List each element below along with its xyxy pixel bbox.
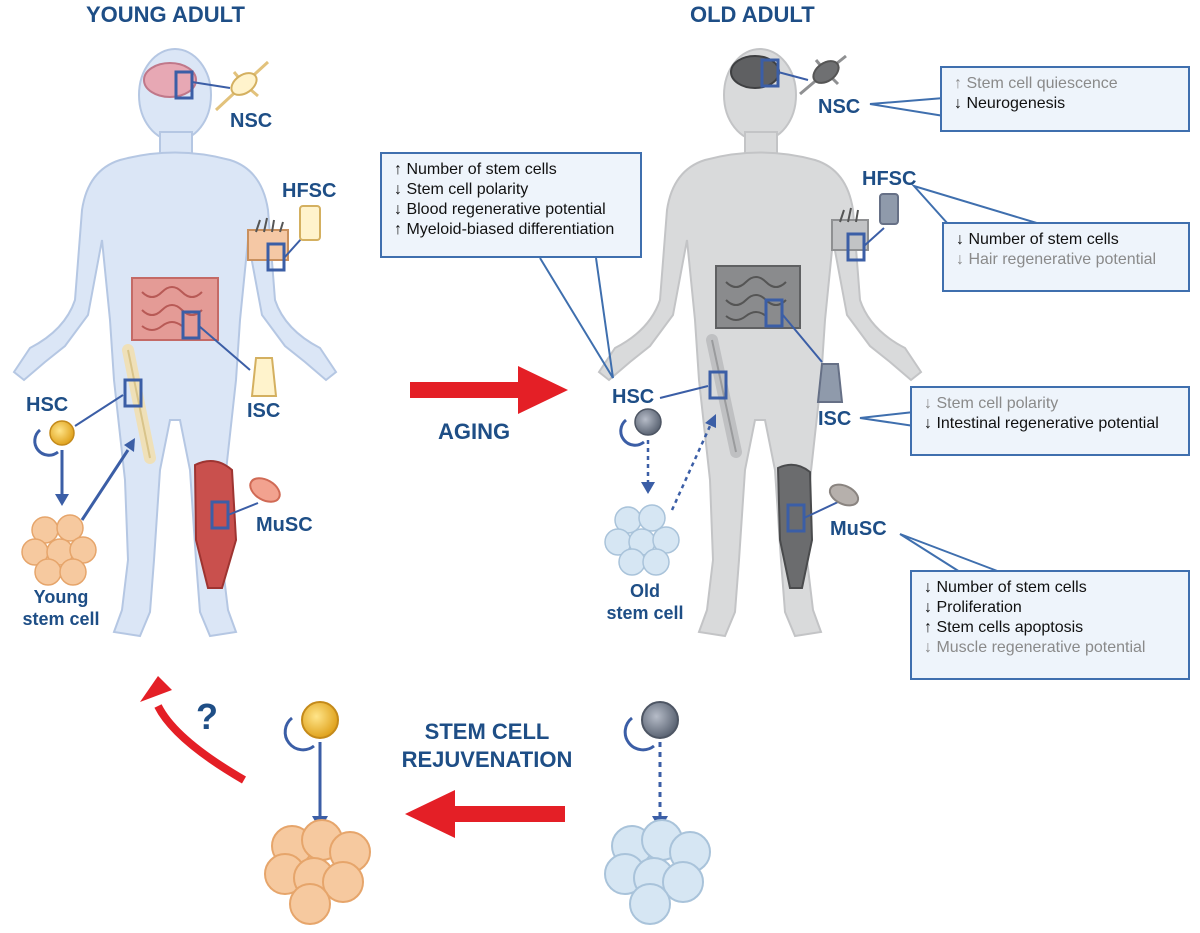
young-self-renew-icon bbox=[33, 428, 59, 457]
old-stem-cell-cluster bbox=[604, 504, 680, 576]
young-seed-cell bbox=[301, 701, 339, 739]
aging-arrow bbox=[410, 366, 568, 414]
old-muscle bbox=[776, 463, 814, 589]
hsc-change-line: ↓ Blood regenerative potential bbox=[394, 200, 628, 220]
young-hsc-label: HSC bbox=[26, 394, 69, 416]
change-text: Stem cell polarity bbox=[932, 395, 1059, 412]
old-hsc-label: HSC bbox=[612, 386, 655, 408]
nsc-changes-box: ↑ Stem cell quiescence↓ Neurogenesis bbox=[940, 66, 1190, 132]
old-seed-cell bbox=[641, 701, 679, 739]
old-musc-label: MuSC bbox=[830, 518, 887, 540]
musc-change-line: ↓ Muscle regenerative potential bbox=[924, 638, 1176, 658]
change-arrow: ↓ bbox=[954, 95, 962, 112]
young-markers bbox=[123, 70, 286, 530]
young-intestine bbox=[131, 277, 219, 341]
change-arrow: ↓ bbox=[924, 415, 932, 432]
hsc-changes-box: ↑ Number of stem cells↓ Stem cell polari… bbox=[380, 152, 642, 258]
musc-change-line: ↓ Proliferation bbox=[924, 598, 1176, 618]
old-hfsc-label: HFSC bbox=[862, 168, 917, 190]
hfsc-change-line: ↓ Hair regenerative potential bbox=[956, 250, 1176, 270]
old-isc-label: ISC bbox=[818, 408, 852, 430]
change-text: Neurogenesis bbox=[962, 95, 1066, 112]
change-arrow: ↑ bbox=[394, 161, 402, 178]
young-muscle bbox=[193, 460, 238, 589]
hfsc-changes-box: ↓ Number of stem cells↓ Hair regenerativ… bbox=[942, 222, 1190, 292]
young-seed-renew-icon bbox=[283, 716, 315, 752]
change-text: Stem cells apoptosis bbox=[932, 619, 1084, 636]
change-text: Proliferation bbox=[932, 599, 1022, 616]
old-intestine bbox=[715, 265, 801, 329]
change-arrow: ↓ bbox=[394, 181, 402, 198]
question-mark: ? bbox=[196, 696, 218, 737]
hsc-change-line: ↓ Stem cell polarity bbox=[394, 180, 628, 200]
old-leaders bbox=[659, 71, 885, 519]
change-arrow: ↑ bbox=[954, 75, 962, 92]
change-arrow: ↓ bbox=[924, 579, 932, 596]
young-leaders bbox=[74, 81, 303, 516]
change-arrow: ↓ bbox=[924, 395, 932, 412]
hsc-change-line: ↑ Number of stem cells bbox=[394, 160, 628, 180]
young-nsc-neuron-icon bbox=[214, 60, 270, 112]
change-arrow: ↑ bbox=[924, 619, 932, 636]
change-arrow: ↓ bbox=[394, 201, 402, 218]
nsc-change-line: ↓ Neurogenesis bbox=[954, 94, 1176, 114]
change-arrow: ↓ bbox=[956, 231, 964, 248]
change-text: Number of stem cells bbox=[402, 161, 557, 178]
young-brain bbox=[143, 62, 197, 98]
old-nsc-label: NSC bbox=[818, 96, 861, 118]
change-text: Stem cell quiescence bbox=[962, 75, 1118, 92]
musc-change-line: ↑ Stem cells apoptosis bbox=[924, 618, 1176, 638]
young-isc-label: ISC bbox=[247, 400, 281, 422]
change-text: Number of stem cells bbox=[964, 231, 1119, 248]
hsc-change-line: ↑ Myeloid-biased differentiation bbox=[394, 220, 628, 240]
old-musc-cell-icon bbox=[828, 483, 860, 507]
young-hsc-cell-icon bbox=[49, 420, 75, 446]
change-arrow: ↑ bbox=[394, 221, 402, 238]
old-self-renew-icon bbox=[619, 418, 645, 447]
young-nsc-label: NSC bbox=[230, 110, 273, 132]
young-hfsc-label: HFSC bbox=[282, 180, 337, 202]
change-text: Number of stem cells bbox=[932, 579, 1087, 596]
musc-change-line: ↓ Number of stem cells bbox=[924, 578, 1176, 598]
change-arrow: ↓ bbox=[924, 599, 932, 616]
old-seed-renew-icon bbox=[623, 716, 655, 752]
musc-changes-box: ↓ Number of stem cells↓ Proliferation↑ S… bbox=[910, 570, 1190, 680]
change-text: Intestinal regenerative potential bbox=[932, 415, 1159, 432]
isc-changes-box: ↓ Stem cell polarity↓ Intestinal regener… bbox=[910, 386, 1190, 456]
change-text: Myeloid-biased differentiation bbox=[402, 221, 615, 238]
young-bottom-cluster bbox=[264, 819, 371, 925]
callout-connectors bbox=[539, 97, 1041, 573]
young-isc-cell-icon bbox=[250, 357, 278, 397]
young-stem-cell-cluster bbox=[21, 514, 97, 586]
young-musc-cell-icon bbox=[249, 477, 281, 503]
old-hsc-cell-icon bbox=[634, 408, 662, 436]
old-bottom-cluster bbox=[604, 819, 711, 925]
change-text: Muscle regenerative potential bbox=[932, 639, 1146, 656]
change-text: Stem cell polarity bbox=[402, 181, 529, 198]
aging-label: AGING bbox=[438, 419, 511, 444]
old-isc-cell-icon bbox=[816, 363, 844, 403]
rejuvenation-arrow bbox=[405, 790, 565, 838]
isc-change-line: ↓ Intestinal regenerative potential bbox=[924, 414, 1176, 434]
old-femur bbox=[706, 334, 742, 458]
old-adult-title: OLD ADULT bbox=[690, 2, 815, 27]
young-musc-label: MuSC bbox=[256, 514, 313, 536]
young-adult-title: YOUNG ADULT bbox=[86, 2, 245, 27]
young-hfsc-cell-icon bbox=[299, 205, 321, 241]
hfsc-change-line: ↓ Number of stem cells bbox=[956, 230, 1176, 250]
change-text: Hair regenerative potential bbox=[964, 251, 1157, 268]
old-nsc-neuron-icon bbox=[799, 54, 847, 96]
return-arrow bbox=[140, 676, 247, 784]
change-arrow: ↓ bbox=[924, 639, 932, 656]
isc-change-line: ↓ Stem cell polarity bbox=[924, 394, 1176, 414]
change-arrow: ↓ bbox=[956, 251, 964, 268]
young-femur bbox=[122, 344, 156, 464]
change-text: Blood regenerative potential bbox=[402, 201, 606, 218]
old-hfsc-cell-icon bbox=[879, 193, 899, 225]
nsc-change-line: ↑ Stem cell quiescence bbox=[954, 74, 1176, 94]
